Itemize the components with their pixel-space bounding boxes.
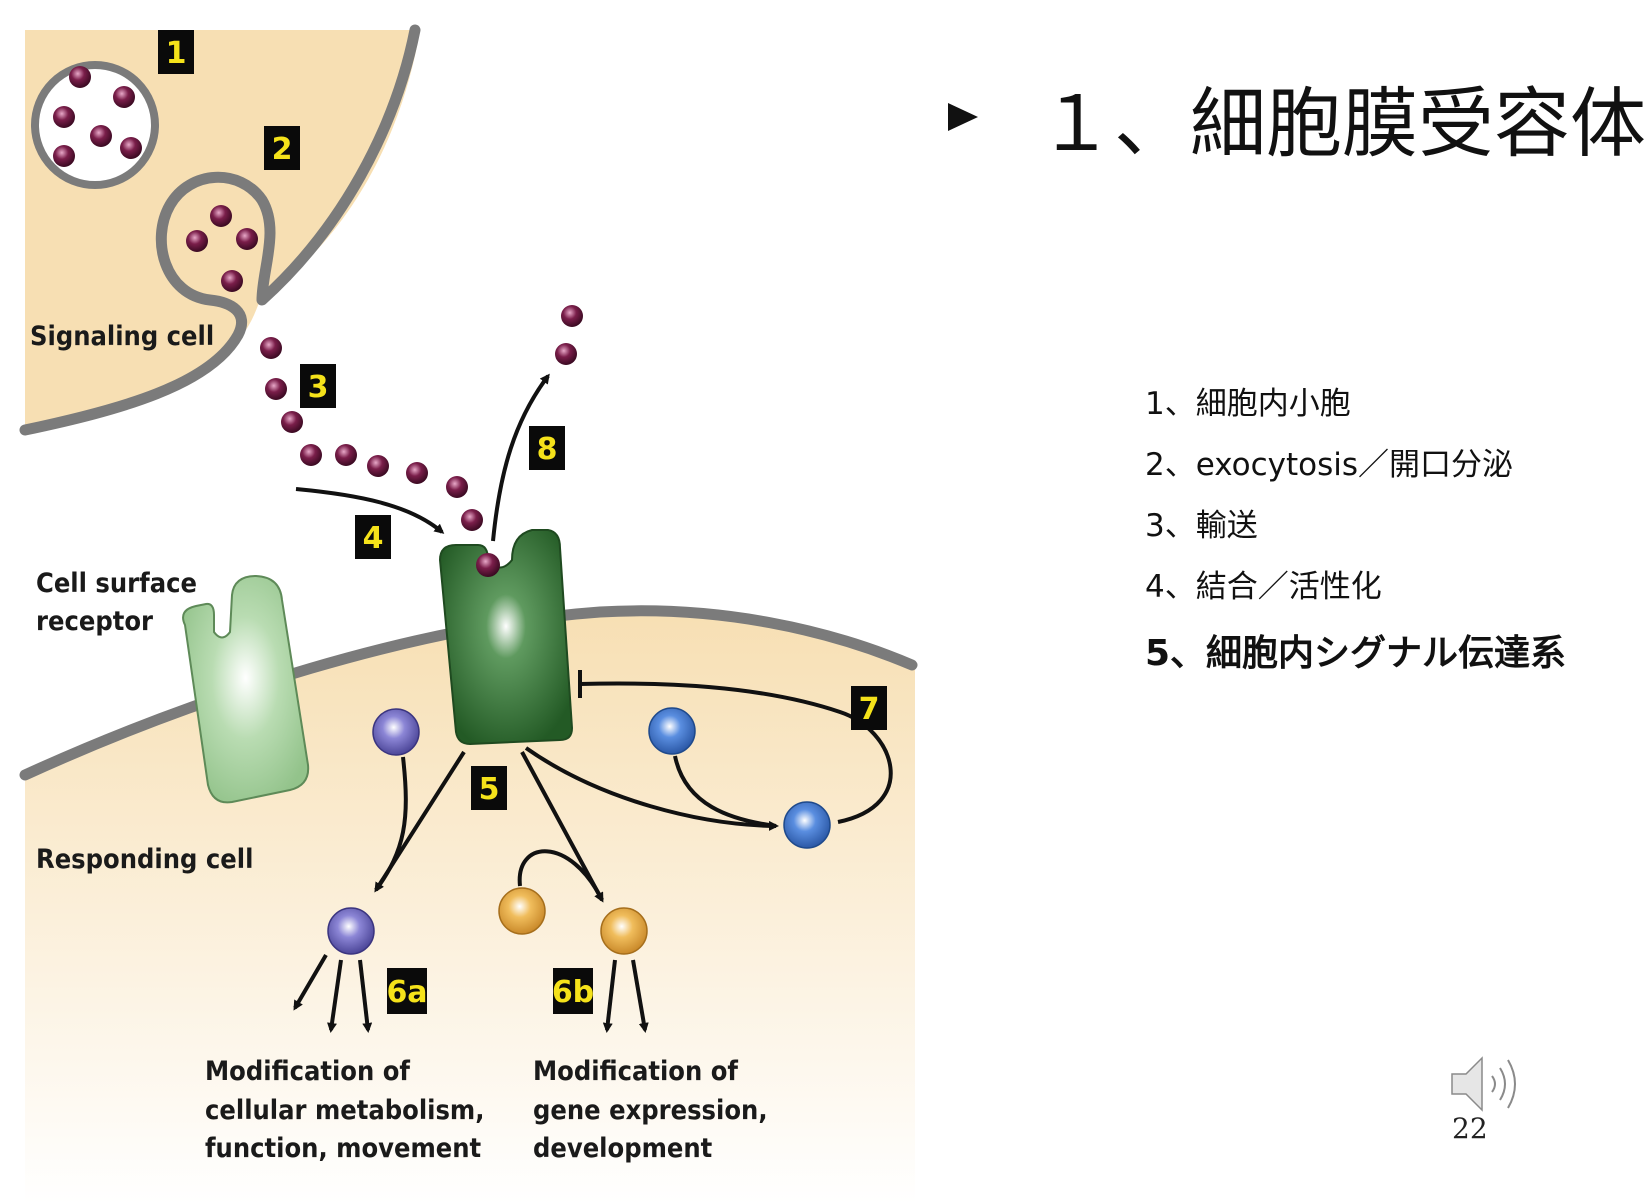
molecule: [300, 444, 322, 466]
outcome-b-line3: development: [533, 1133, 713, 1164]
molecule: [186, 230, 208, 252]
svg-text:6b: 6b: [552, 975, 594, 1010]
arrow-removal: [491, 373, 550, 542]
molecule: [221, 270, 243, 292]
bullet-arrow-icon: [948, 103, 978, 131]
arrow-to-blue: [524, 746, 779, 831]
badge-3: [300, 364, 336, 408]
cell-signaling-diagram: 1 2 3 4 8 5 7 6a 6b Signaling cell Cell …: [19, 24, 918, 1204]
page-number: 22: [1452, 1112, 1488, 1145]
responding-cell-label: Responding cell: [36, 844, 253, 875]
step-list: 1、細胞内小胞 2、exocytosis／開口分泌 3、輸送 4、結合／活性化 …: [1145, 378, 1566, 685]
protein-orange-inactive: [498, 887, 546, 935]
molecule: [236, 228, 258, 250]
svg-text:7: 7: [859, 692, 880, 727]
outcome-a-line3: function, movement: [205, 1133, 482, 1164]
protein-blue-active: [783, 801, 831, 849]
molecule: [113, 86, 135, 108]
arrow-blue-activation: [673, 755, 777, 828]
outcome-a-line1: Modification of: [205, 1056, 410, 1087]
svg-text:6a: 6a: [386, 975, 427, 1010]
arrow-6b-left: [602, 959, 617, 1033]
signaling-cell-membrane: [19, 24, 421, 436]
molecule: [461, 509, 483, 531]
molecule: [120, 137, 142, 159]
svg-text:5: 5: [479, 772, 500, 807]
molecule: [53, 106, 75, 128]
molecule: [281, 411, 303, 433]
badge-7: [851, 686, 887, 730]
molecule: [561, 305, 583, 327]
signal-molecules: [53, 66, 583, 531]
molecule: [335, 444, 357, 466]
pathway-arrows: [293, 373, 893, 1033]
step-item: 4、結合／活性化: [1145, 569, 1382, 605]
signaling-cell-label: Signaling cell: [30, 321, 214, 352]
arrow-orange-activation: [517, 849, 604, 901]
speaker-icon[interactable]: [1448, 1054, 1528, 1114]
arrow-binding: [295, 487, 445, 534]
arrow-6b-right: [631, 959, 649, 1033]
protein-purple-active: [327, 907, 375, 955]
protein-purple-inactive: [372, 708, 420, 756]
molecule: [210, 205, 232, 227]
svg-text:8: 8: [537, 432, 558, 467]
molecule: [265, 378, 287, 400]
outcome-b-line2: gene expression,: [533, 1095, 768, 1126]
cell-surface-receptor-inactive: [182, 574, 310, 804]
receptor-label-line2: receptor: [36, 606, 153, 637]
svg-text:1: 1: [166, 36, 187, 71]
molecule: [53, 145, 75, 167]
arrow-purple-activation: [374, 756, 408, 892]
badge-6b: [553, 968, 593, 1014]
badge-4: [355, 515, 391, 559]
protein-orange-active: [600, 907, 648, 955]
molecule: [446, 476, 468, 498]
outcome-b-line1: Modification of: [533, 1056, 738, 1087]
protein-blue-inactive: [648, 707, 696, 755]
svg-text:4: 4: [363, 521, 384, 556]
molecule: [90, 125, 112, 147]
molecule: [555, 343, 577, 365]
step-badges: 1 2 3 4 8 5 7 6a 6b: [158, 30, 887, 1014]
feedback-inhibition: [579, 681, 893, 824]
molecule: [260, 337, 282, 359]
step-item: 2、exocytosis／開口分泌: [1145, 447, 1514, 483]
step-item: 3、輸送: [1145, 508, 1258, 544]
vesicle: [31, 61, 159, 189]
slide-title: １、細胞膜受容体: [948, 62, 1646, 172]
arrow-6a-right: [358, 959, 373, 1033]
outcome-a-line2: cellular metabolism,: [205, 1095, 484, 1126]
molecule: [69, 66, 91, 88]
arrow-6a-mid: [327, 959, 343, 1033]
badge-1: [158, 30, 194, 74]
step-item: 5、細胞内シグナル伝達系: [1145, 633, 1567, 674]
cell-surface-receptor-active: [438, 529, 574, 746]
molecule: [367, 455, 389, 477]
bound-molecule: [476, 553, 500, 577]
badge-8: [529, 426, 565, 470]
badge-6a: [387, 968, 427, 1014]
molecule: [406, 462, 428, 484]
receptor-label-line1: Cell surface: [36, 568, 197, 599]
svg-text:3: 3: [308, 370, 329, 405]
badge-5: [471, 766, 507, 810]
badge-2: [264, 126, 300, 170]
slide-title-text: １、細胞膜受容体: [1038, 79, 1646, 168]
step-item: 1、細胞内小胞: [1145, 386, 1351, 422]
arrow-6a-left: [293, 953, 328, 1011]
svg-text:2: 2: [272, 132, 293, 167]
